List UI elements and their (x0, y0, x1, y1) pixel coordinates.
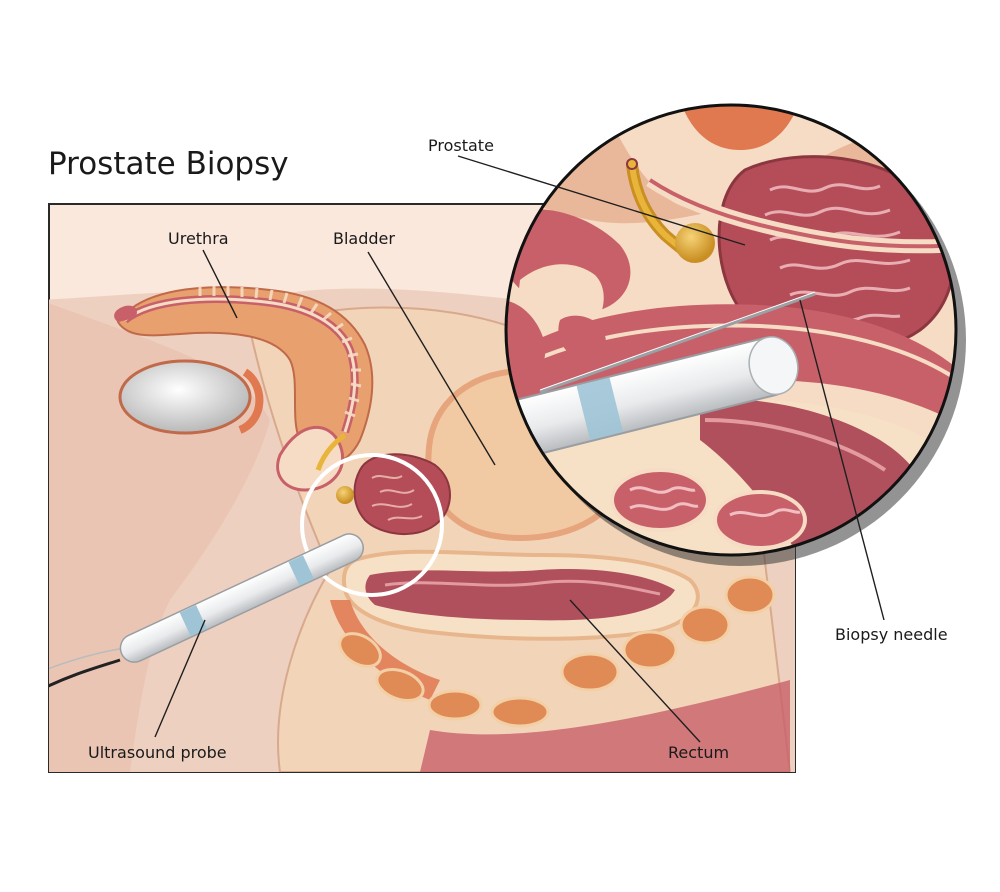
testicle (118, 359, 252, 435)
urethra-structure (114, 286, 374, 464)
label-rectum: Rectum (668, 743, 729, 762)
label-urethra: Urethra (168, 229, 229, 248)
zoom-indicator-circle (300, 453, 444, 597)
ultrasound-probe-zoomed (506, 336, 799, 461)
prostate-zoomed (717, 155, 955, 354)
label-biopsy-needle: Biopsy needle (835, 625, 948, 644)
zoom-magnifier (504, 103, 966, 566)
ultrasound-probe-main (49, 533, 364, 688)
page-title: Prostate Biopsy (48, 146, 289, 182)
label-bladder: Bladder (333, 229, 395, 248)
biopsy-needle-zoomed (539, 292, 816, 394)
label-prostate: Prostate (428, 136, 494, 155)
leader-lines (154, 155, 885, 743)
prostate-main (353, 453, 451, 536)
sacrum-segments (330, 575, 776, 728)
label-ultrasound-probe: Ultrasound probe (88, 743, 227, 762)
